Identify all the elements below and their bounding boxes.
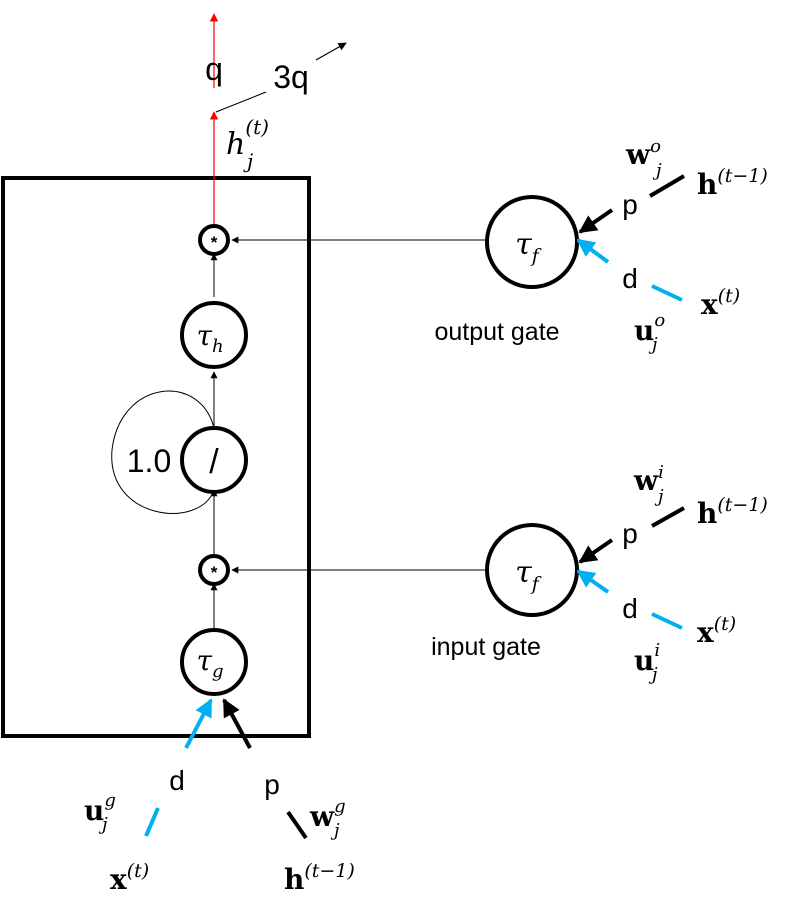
output-h-label: h(t)j: [226, 115, 269, 173]
output-gate-x-in: x(t): [701, 285, 740, 321]
output-multiply-symbol: *: [211, 233, 218, 252]
memory-cell-box: [1, 176, 311, 738]
input-multiply-symbol: *: [211, 563, 218, 582]
output-gate-d-connection: [576, 238, 610, 264]
tau-g-node: [180, 628, 248, 696]
division-symbol: /: [209, 443, 219, 481]
output-gate-d-label: d: [622, 263, 638, 294]
bottom-p-label: p: [264, 769, 280, 800]
input-gate-p-connection: [578, 538, 614, 564]
tau-h-label: τh: [196, 319, 223, 357]
bottom-d-connection: [184, 698, 213, 749]
output-gate-label: output gate: [434, 318, 559, 346]
fanout-3q-label: 3q: [273, 59, 309, 95]
input-gate-d-label: d: [622, 593, 638, 624]
bottom-w-line: [286, 810, 308, 840]
input-gate-label: input gate: [431, 633, 541, 661]
self-loop-weight: 1.0: [127, 443, 171, 479]
output-gate-p-label: p: [622, 189, 638, 220]
output-gate-w-line: [648, 174, 686, 198]
output-gate-tau: τf: [515, 227, 542, 267]
input-gate-x-in: x(t): [697, 613, 736, 649]
input-gate-d-connection: [576, 569, 610, 594]
self-loop-connection: [111, 390, 215, 514]
tau-g-label: τg: [196, 644, 223, 682]
output-gate-node: [485, 195, 579, 289]
output-gate-h-prev: h(t−1): [697, 165, 768, 201]
input-gate-h-prev: h(t−1): [697, 494, 768, 530]
fanout-line: [215, 91, 267, 113]
input-gate-w-line: [651, 506, 685, 528]
input-gate-u-line: [651, 612, 683, 630]
bottom-u-line: [144, 807, 160, 837]
bottom-x-in: x(t): [110, 860, 149, 896]
division-node: [180, 426, 248, 494]
bottom-p-connection: [222, 698, 252, 749]
input-gate-tau: τf: [515, 555, 542, 595]
fanout-arrow: [315, 42, 347, 61]
input-gate-node: [485, 523, 579, 617]
tau-h-node: [180, 301, 248, 369]
input-gate-p-label: p: [622, 518, 638, 549]
bottom-d-label: d: [169, 765, 185, 796]
q-label: q: [205, 51, 223, 87]
output-gate-p-connection: [578, 208, 614, 234]
bottom-h-prev: h(t−1): [284, 860, 355, 896]
input-multiply-node: [198, 554, 230, 586]
output-multiply-node: [198, 224, 230, 256]
output-gate-u-line: [651, 284, 683, 302]
